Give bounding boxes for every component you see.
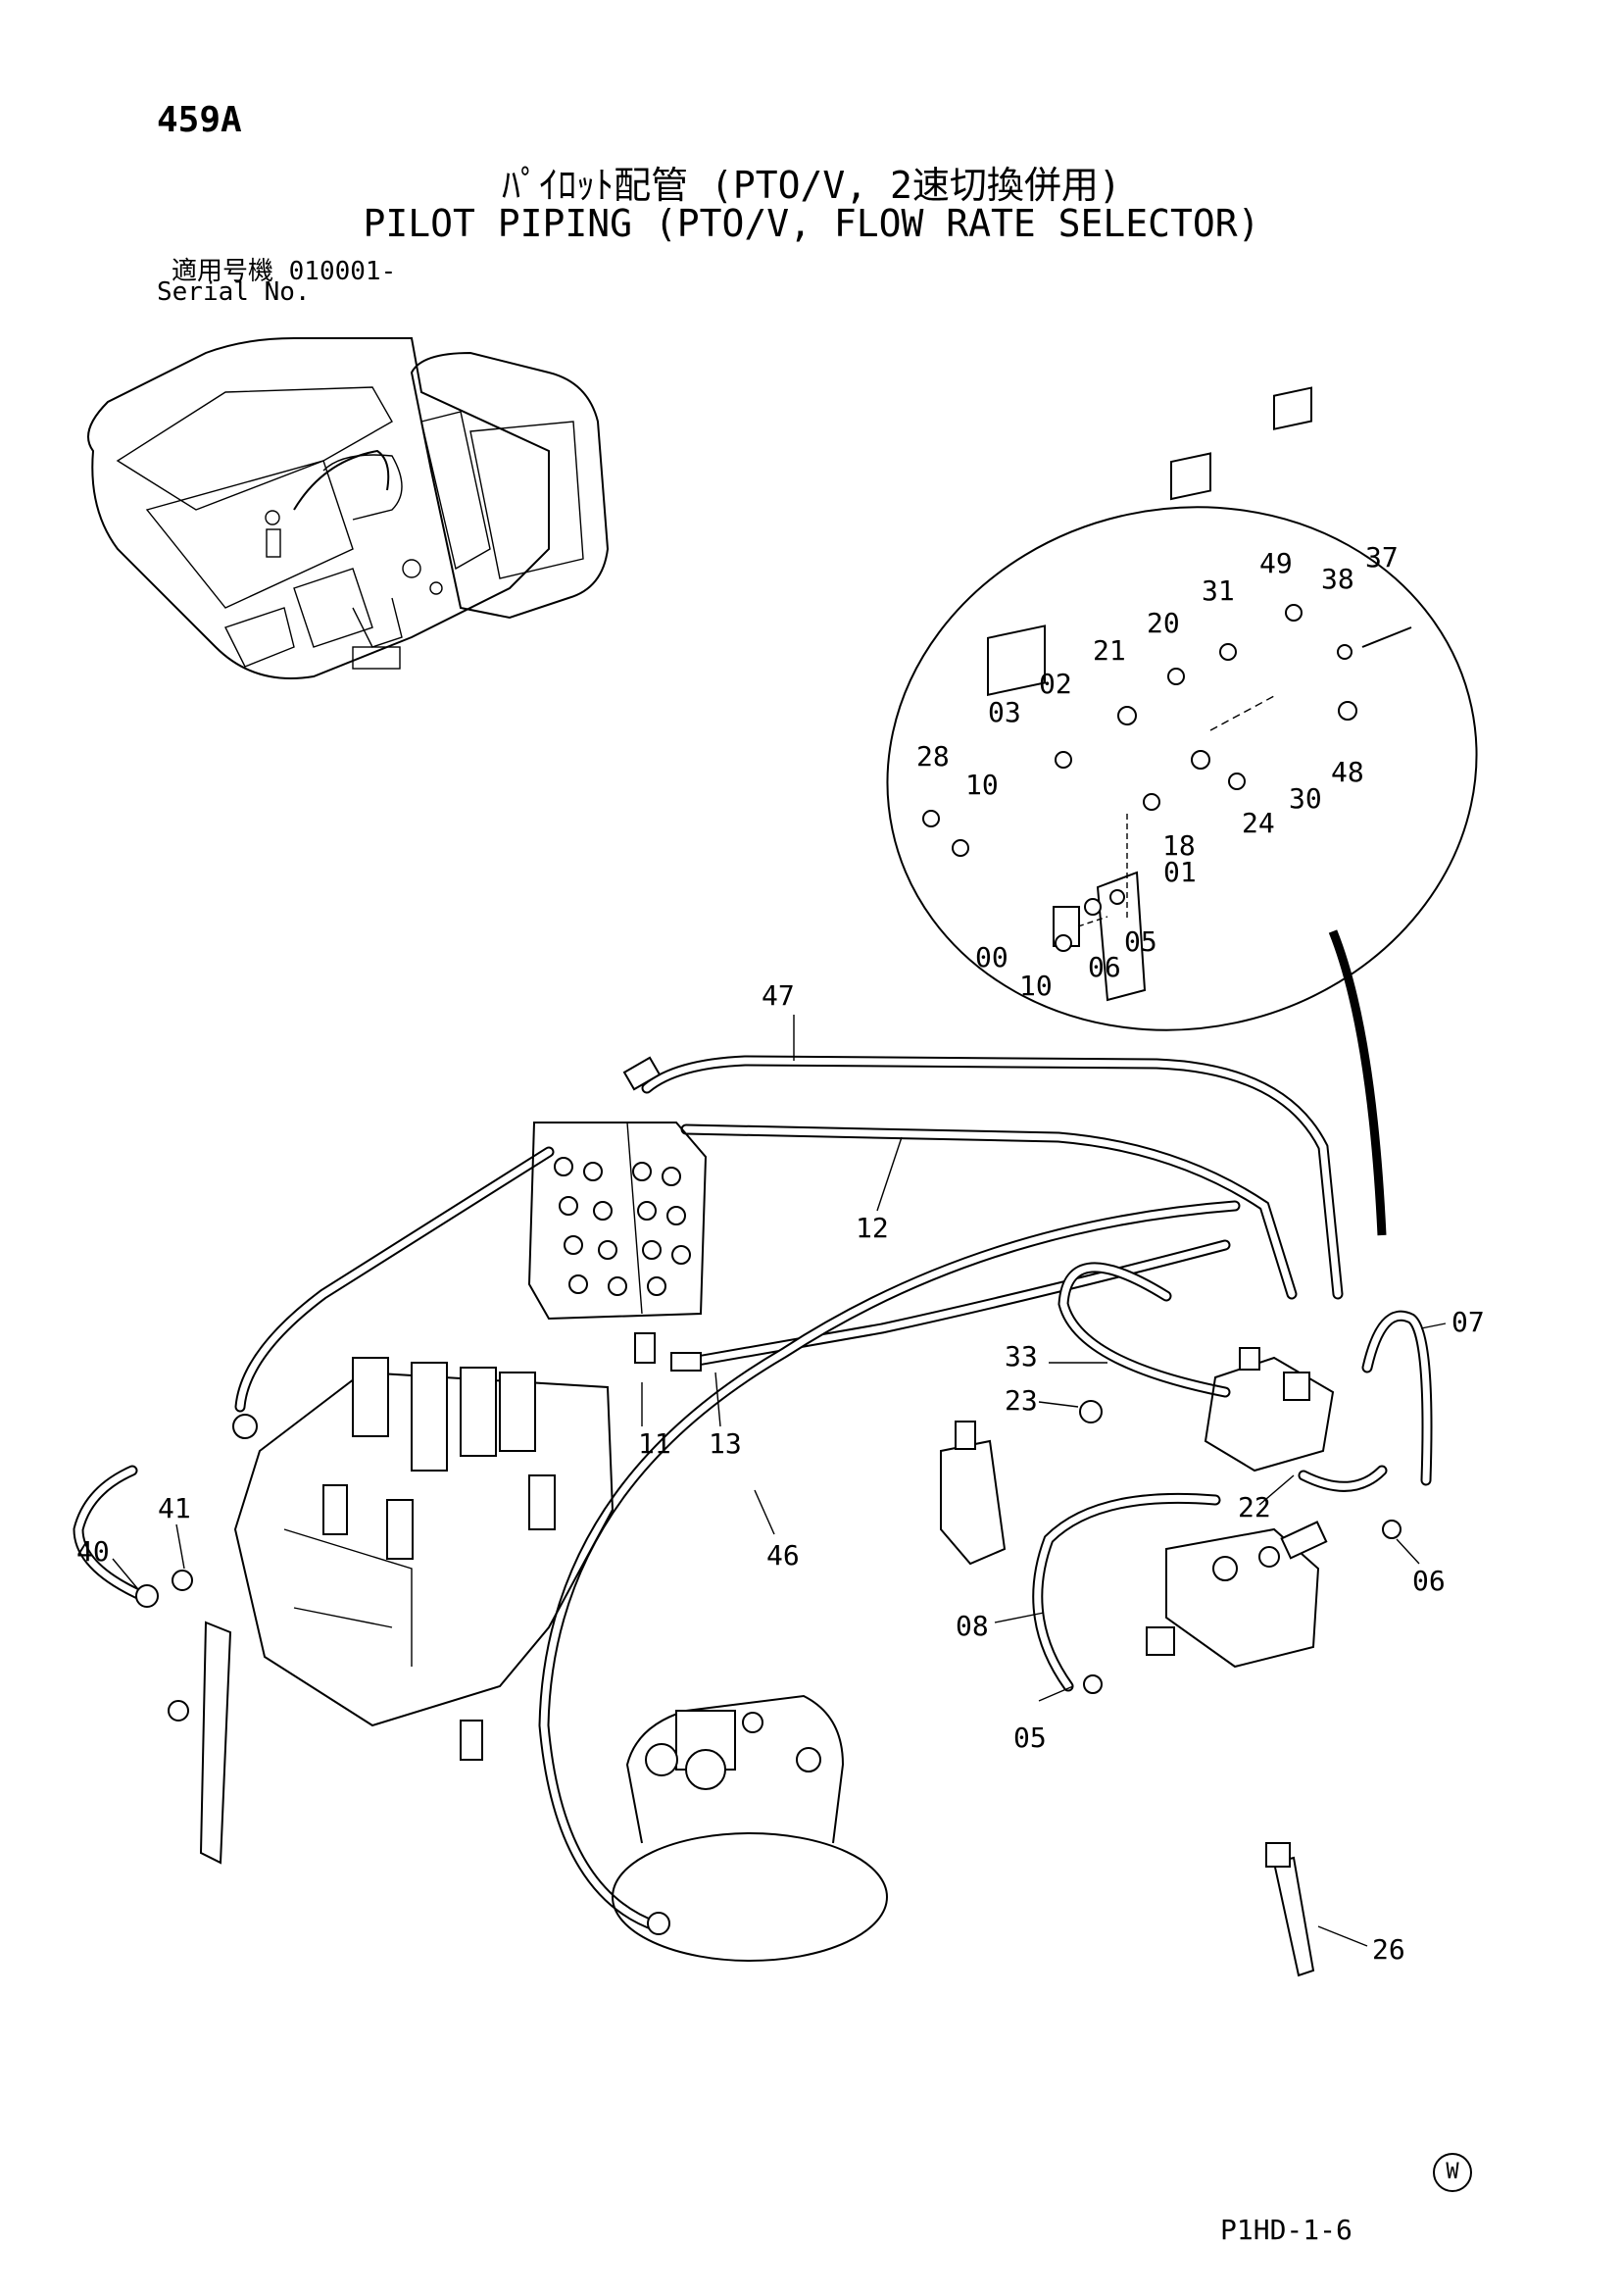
callout-05-upper: 05 <box>1124 925 1157 958</box>
callout-00: 00 <box>975 941 1008 973</box>
callout-numbers: 49 38 37 31 20 21 02 03 28 10 18 24 30 4… <box>76 541 1485 1966</box>
callout-11: 11 <box>638 1427 671 1460</box>
callout-13: 13 <box>709 1427 742 1460</box>
callout-18: 18 <box>1162 829 1196 862</box>
callout-49: 49 <box>1259 547 1293 579</box>
selector-valve-group <box>940 1347 1402 1694</box>
callout-47: 47 <box>762 979 795 1012</box>
swing-motor <box>612 1694 888 1962</box>
callout-24: 24 <box>1242 807 1275 839</box>
callout-10-upper: 10 <box>965 769 999 801</box>
callout-26: 26 <box>1372 1933 1405 1966</box>
leader-lines <box>112 1015 1447 1947</box>
callout-22: 22 <box>1238 1491 1271 1523</box>
callout-02: 02 <box>1039 668 1072 700</box>
footer-page-code: P1HD-1-6 <box>1220 2214 1352 2246</box>
solenoid-valve-assembly-detail <box>922 386 1412 1002</box>
callout-48: 48 <box>1331 756 1364 788</box>
callout-01: 01 <box>1163 856 1197 888</box>
callout-08: 08 <box>956 1610 989 1642</box>
callout-40: 40 <box>76 1535 110 1568</box>
callout-38: 38 <box>1321 563 1354 595</box>
callout-10-lower: 10 <box>1019 970 1053 1002</box>
callout-37: 37 <box>1365 541 1399 574</box>
machine-overview-illustration <box>87 337 610 679</box>
watermark-w-mark: W <box>1433 2153 1472 2192</box>
callout-41: 41 <box>158 1492 191 1524</box>
detail-view-ellipse <box>886 506 1478 1236</box>
callout-03: 03 <box>988 696 1021 728</box>
pilot-hoses <box>73 1055 1433 1932</box>
diagram-title-english: PILOT PIPING (PTO/V, FLOW RATE SELECTOR) <box>363 202 1260 245</box>
callout-23: 23 <box>1005 1384 1038 1417</box>
serial-label-english: Serial No. <box>157 277 311 307</box>
callout-12: 12 <box>856 1212 889 1244</box>
callout-06-lower: 06 <box>1412 1565 1446 1597</box>
callout-20: 20 <box>1147 607 1180 639</box>
cable-tie <box>1265 1842 1315 1977</box>
callout-07: 07 <box>1451 1306 1485 1338</box>
callout-06-upper: 06 <box>1088 951 1121 983</box>
callout-05-lower: 05 <box>1013 1722 1047 1754</box>
callout-31: 31 <box>1202 574 1235 607</box>
page-number: 459A <box>157 100 242 140</box>
callout-33: 33 <box>1005 1340 1038 1373</box>
callout-30: 30 <box>1289 782 1322 815</box>
serial-range-japanese: 適用号機 010001- <box>172 257 397 286</box>
control-valve-assembly <box>135 1357 615 1865</box>
callout-21: 21 <box>1093 634 1126 667</box>
callout-46: 46 <box>766 1539 800 1572</box>
callout-28: 28 <box>916 740 950 773</box>
pilot-valve-block <box>527 1056 708 1372</box>
diagram-title-japanese: ﾊﾟｲﾛｯﾄ配管 (PTO/V, 2速切換併用) <box>502 164 1121 207</box>
